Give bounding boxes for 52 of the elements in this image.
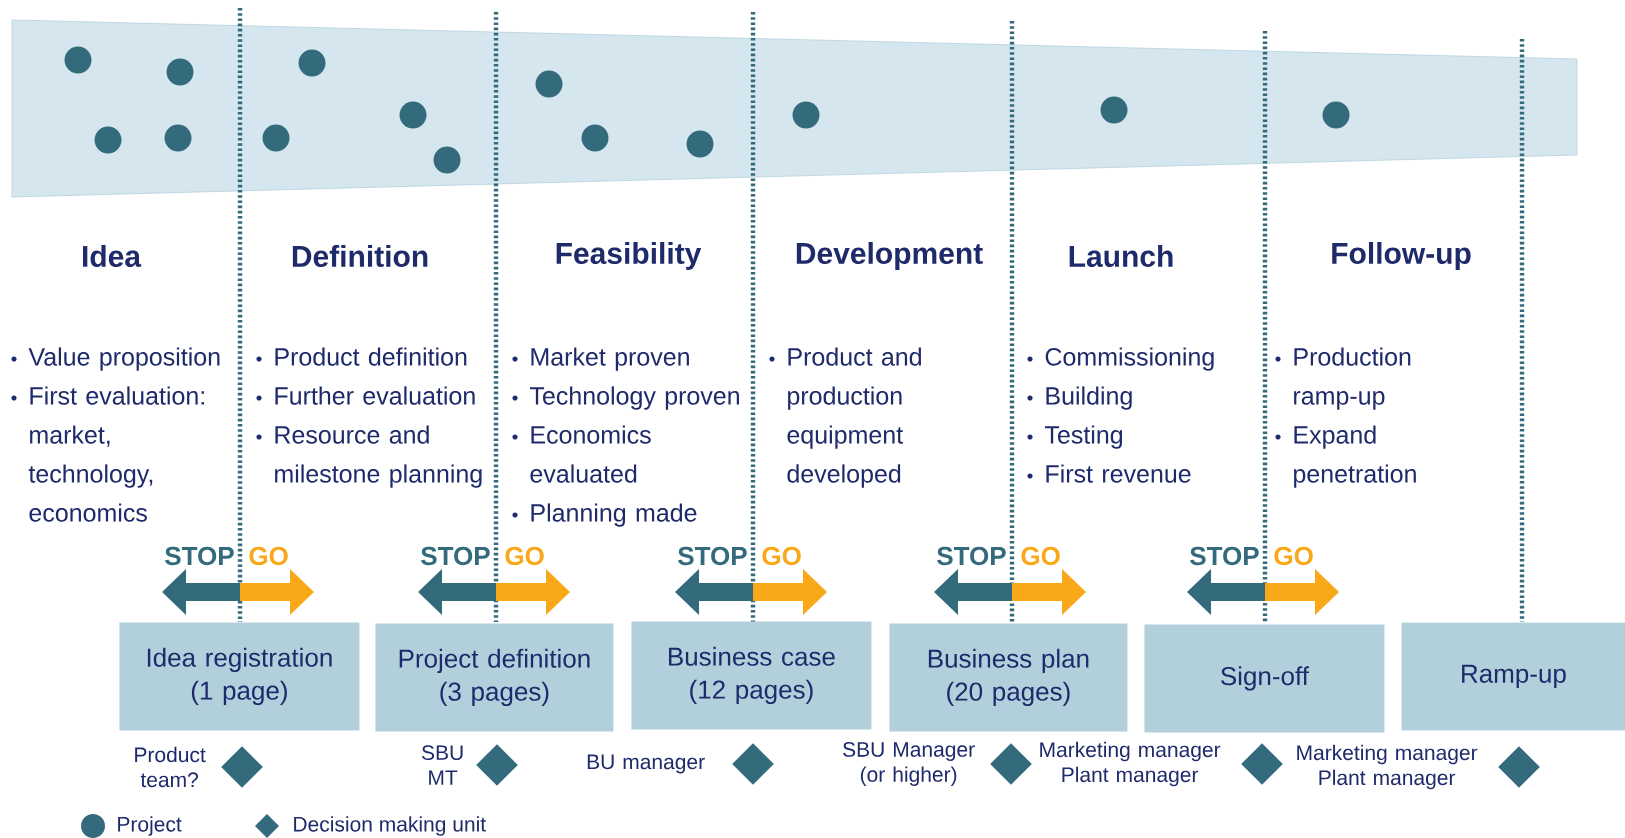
phase-heading: Definition <box>292 245 428 267</box>
phase-heading: Feasibility <box>556 242 702 270</box>
document-box: Ramp-up <box>1401 622 1625 731</box>
document-box: Project definition (3 pages) <box>375 623 614 732</box>
stop-label: STOP <box>421 546 490 566</box>
document-box: Idea registration (1 page) <box>119 622 360 731</box>
role-label: SBU MT <box>421 745 463 785</box>
bullet-item: Technology proven <box>512 386 739 410</box>
bullet-item: Planning made <box>512 503 697 527</box>
bullet-item: Expand penetration <box>1275 425 1416 488</box>
role-label: Marketing manager Plant manager <box>1040 741 1221 787</box>
role-label: Marketing manager Plant manager <box>1297 744 1478 790</box>
go-label: GO <box>505 546 544 566</box>
go-label: GO <box>1274 546 1313 566</box>
phase-heading: Development <box>796 242 983 270</box>
decision-diamond <box>732 743 774 785</box>
decision-diamond <box>990 743 1032 785</box>
legend-label: Decision making unit <box>294 816 486 836</box>
bullet-item: Further evaluation <box>256 386 475 405</box>
stop-label: STOP <box>165 546 234 566</box>
bullet-item: Product definition <box>256 347 467 366</box>
go-label: GO <box>762 546 801 566</box>
role-label: SBU Manager (or higher) <box>843 742 975 786</box>
bullet-item: Product and production equipment developed <box>769 347 921 488</box>
phase-heading: Follow-up <box>1332 242 1471 270</box>
go-label: GO <box>1021 546 1060 566</box>
stop-label: STOP <box>937 546 1006 566</box>
decision-diamond <box>1498 746 1540 788</box>
document-box: Business plan (20 pages) <box>889 623 1128 732</box>
go-label: GO <box>249 546 288 566</box>
document-box: Business case (12 pages) <box>631 621 872 730</box>
bullet-item: Market proven <box>512 347 689 371</box>
role-label: BU manager <box>587 754 705 774</box>
role-label: Product team? <box>135 746 206 788</box>
bullet-item: Building <box>1027 386 1132 410</box>
bullet-item: First evaluation: market, technology, economics <box>11 386 204 522</box>
bullet-item: Resource and milestone planning <box>256 425 482 488</box>
bullet-item: Value proposition <box>11 347 220 371</box>
decision-diamond <box>221 746 263 788</box>
decision-diamond <box>476 744 518 786</box>
stop-label: STOP <box>1190 546 1259 566</box>
bullet-item: First revenue <box>1027 464 1191 483</box>
decision-diamond <box>1241 743 1283 785</box>
bullet-item: Economics evaluated <box>512 425 651 483</box>
bullet-item: Production ramp-up <box>1275 347 1411 410</box>
phase-heading: Idea <box>83 245 142 267</box>
bullet-item: Testing <box>1027 425 1123 449</box>
stop-label: STOP <box>678 546 747 566</box>
legend-label: Project <box>118 816 182 836</box>
bullet-item: Commissioning <box>1027 347 1214 371</box>
document-box: Sign-off <box>1144 624 1385 733</box>
phase-heading: Launch <box>1069 245 1173 267</box>
